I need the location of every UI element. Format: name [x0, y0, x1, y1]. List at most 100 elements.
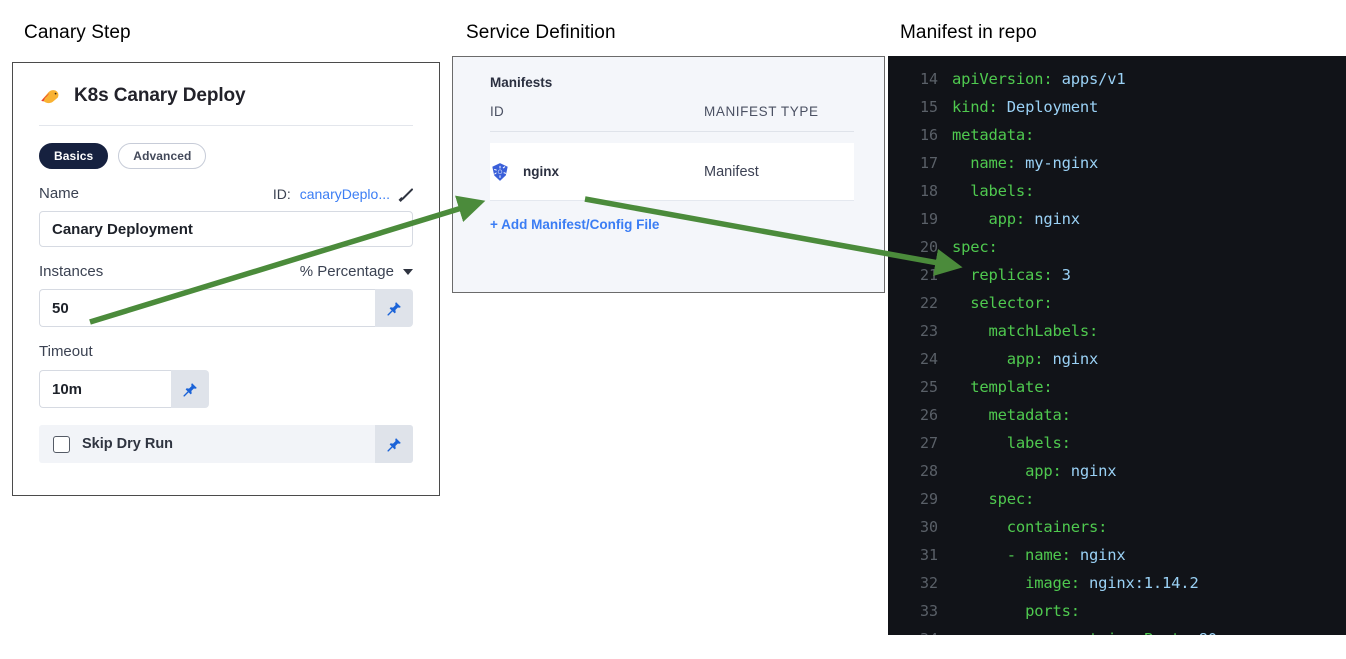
code-text: - containerPort: 80	[952, 630, 1217, 635]
code-line: 26 metadata:	[888, 401, 1346, 429]
code-key: metadata:	[952, 126, 1035, 144]
skip-dry-run-group: Skip Dry Run	[13, 425, 439, 463]
chevron-down-icon[interactable]	[403, 268, 413, 275]
line-number: 26	[919, 406, 938, 424]
code-text: spec:	[952, 238, 998, 256]
code-line: 19 app: nginx	[888, 205, 1346, 233]
line-number: 31	[919, 546, 938, 564]
code-text: matchLabels:	[952, 322, 1099, 340]
code-line: 18 labels:	[888, 177, 1346, 205]
code-text: selector:	[952, 294, 1052, 312]
code-value: 3	[1052, 266, 1071, 284]
code-line: 32 image: nginx:1.14.2	[888, 569, 1346, 597]
manifests-table-header: ID MANIFEST TYPE	[453, 90, 884, 119]
column-header-manifest-type: MANIFEST TYPE	[704, 104, 819, 119]
tab-basics[interactable]: Basics	[39, 143, 109, 169]
timeout-label: Timeout	[39, 343, 93, 360]
canary-step-label: Canary Step	[24, 22, 131, 43]
tab-advanced[interactable]: Advanced	[118, 143, 207, 169]
line-number: 32	[919, 574, 938, 592]
code-line: 27 labels:	[888, 429, 1346, 457]
code-text: containers:	[952, 518, 1108, 536]
code-key: - name:	[1006, 546, 1071, 564]
code-value: nginx	[1043, 350, 1099, 368]
code-key: image:	[1025, 574, 1080, 592]
code-text: apiVersion: apps/v1	[952, 70, 1126, 88]
code-line: 31 - name: nginx	[888, 541, 1346, 569]
code-value: nginx	[1025, 210, 1080, 228]
canary-bird-icon	[39, 86, 63, 106]
skip-dry-run-checkbox[interactable]	[53, 435, 70, 453]
line-number: 30	[919, 518, 938, 536]
panel-title: K8s Canary Deploy	[74, 85, 246, 106]
line-number: 25	[919, 378, 938, 396]
code-text: metadata:	[952, 126, 1034, 144]
pushpin-icon	[182, 382, 198, 397]
manifest-type: Manifest	[704, 163, 759, 180]
timeout-pin-button[interactable]	[171, 370, 209, 408]
id-prefix: ID:	[272, 185, 291, 202]
tab-group: Basics Advanced	[13, 126, 439, 169]
kubernetes-icon	[490, 162, 510, 182]
line-number: 33	[919, 602, 938, 620]
code-key: app:	[1025, 462, 1062, 480]
skip-dry-run-main[interactable]: Skip Dry Run	[39, 425, 375, 463]
code-line: 33 ports:	[888, 597, 1346, 625]
code-text: image: nginx:1.14.2	[952, 574, 1199, 592]
name-input[interactable]: Canary Deployment	[39, 211, 413, 247]
code-key: template:	[970, 378, 1053, 396]
code-line: 25 template:	[888, 373, 1346, 401]
pencil-icon[interactable]	[399, 187, 413, 201]
timeout-input[interactable]: 10m	[39, 370, 171, 408]
skip-dry-run-row[interactable]: Skip Dry Run	[39, 425, 413, 463]
skip-dry-run-label: Skip Dry Run	[82, 436, 174, 452]
service-definition-label: Service Definition	[466, 22, 616, 43]
code-value: my-nginx	[1015, 154, 1099, 172]
code-text: ports:	[952, 602, 1080, 620]
step-id-display[interactable]: ID: canaryDeplo...	[273, 186, 413, 202]
code-key: labels:	[970, 182, 1035, 200]
line-number: 18	[919, 182, 938, 200]
id-value[interactable]: canaryDeplo...	[299, 185, 390, 202]
line-number: 22	[919, 294, 938, 312]
code-line: 17 name: my-nginx	[888, 149, 1346, 177]
header-divider	[39, 125, 413, 126]
code-line: 28 app: nginx	[888, 457, 1346, 485]
code-text: labels:	[952, 182, 1034, 200]
code-line: 22 selector:	[888, 289, 1346, 317]
code-key: ports:	[1025, 602, 1080, 620]
instances-label: Instances	[39, 263, 104, 280]
skip-dry-run-pin-button[interactable]	[375, 425, 413, 463]
code-key: labels:	[1006, 434, 1071, 452]
instances-pin-button[interactable]	[375, 289, 413, 327]
line-number: 24	[919, 350, 938, 368]
timeout-field-group: Timeout 10m	[13, 343, 439, 408]
code-value: 80	[1189, 630, 1217, 635]
code-line: 34 - containerPort: 80	[888, 625, 1346, 635]
instances-input[interactable]: 50	[39, 289, 375, 327]
line-number: 23	[919, 322, 938, 340]
code-line: 24 app: nginx	[888, 345, 1346, 373]
code-value: Deployment	[997, 98, 1099, 116]
service-definition-panel: Manifests ID MANIFEST TYPE	[452, 56, 885, 293]
code-value: nginx:1.14.2	[1079, 574, 1199, 592]
add-manifest-link[interactable]: + Add Manifest/Config File	[490, 217, 660, 232]
line-number: 17	[919, 154, 938, 172]
code-text: template:	[952, 378, 1052, 396]
column-header-id: ID	[490, 104, 504, 119]
code-text: app: nginx	[952, 350, 1099, 368]
manifest-in-repo-label: Manifest in repo	[900, 22, 1037, 43]
code-text: name: my-nginx	[952, 154, 1098, 172]
code-key: app:	[1006, 350, 1044, 368]
table-row[interactable]: nginx Manifest	[490, 143, 854, 201]
code-value: apps/v1	[1052, 70, 1126, 88]
line-number: 34	[888, 630, 952, 635]
code-text: app: nginx	[952, 210, 1081, 228]
table-header-divider	[490, 131, 854, 132]
instance-unit-select[interactable]: % Percentage	[300, 263, 413, 280]
manifests-title: Manifests	[490, 75, 553, 90]
code-key: selector:	[970, 294, 1053, 312]
